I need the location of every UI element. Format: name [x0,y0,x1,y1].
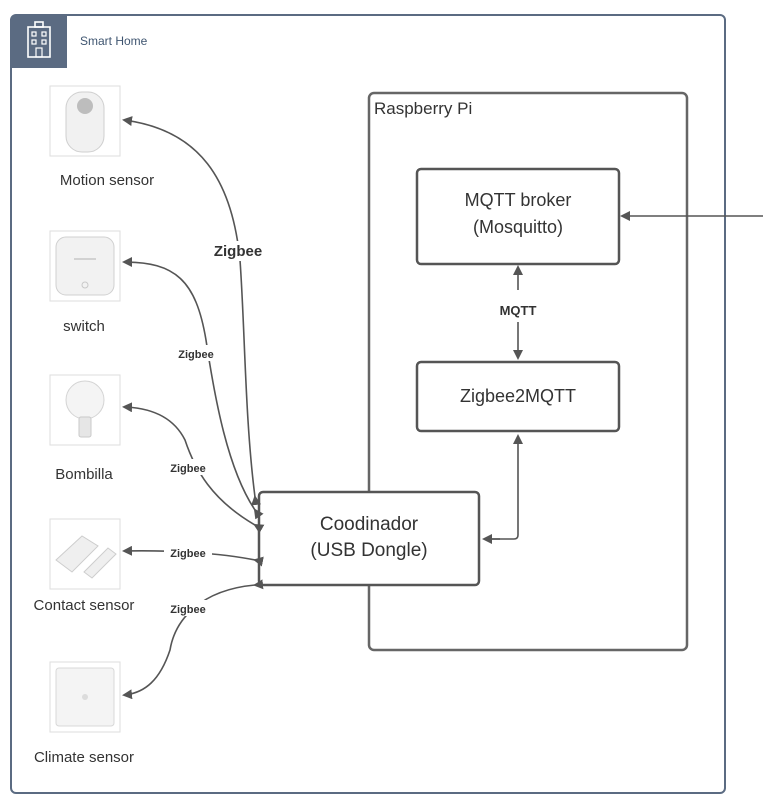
page-title: Smart Home [80,34,148,48]
device-label-climate: Climate sensor [34,749,134,766]
raspberry-pi-title: Raspberry Pi [374,99,472,118]
climate-sensor-icon [49,661,121,733]
motion-sensor-icon [49,85,121,157]
header-tab [11,15,67,68]
zigbee2mqtt-label: Zigbee2MQTT [460,386,576,406]
building-icon [27,21,51,58]
zigbee-link-climate [122,579,264,700]
device-label-motion: Motion sensor [60,172,154,189]
device-label-bulb: Bombilla [55,466,113,483]
zigbee-label-bulb: Zigbee [170,463,205,475]
coordinator-label: Coodinador [320,514,419,535]
zigbee-label-climate: Zigbee [170,604,205,616]
contact-sensor-icon [49,518,121,590]
bulb-icon [49,374,121,446]
zigbee-label-motion: Zigbee [214,243,262,260]
zigbee-label-switch: Zigbee [178,349,213,361]
device-label-contact: Contact sensor [34,597,135,614]
coordinator-box[interactable] [257,490,481,587]
zigbee-label-contact: Zigbee [170,548,205,560]
coordinator-z2m-link [484,434,523,540]
mqtt-broker-label: MQTT broker [465,190,572,210]
device-label-switch: switch [63,318,105,335]
mqtt-broker-sublabel: (Mosquitto) [473,217,563,237]
zigbee-link-bulb [122,402,265,534]
coordinator-sublabel: (USB Dongle) [310,540,427,561]
switch-icon [49,230,121,302]
raspberry-pi-container [367,91,689,652]
zigbee2mqtt-box[interactable] [415,360,621,433]
mqtt-link-label: MQTT [500,303,537,318]
mqtt-broker-box[interactable] [415,167,621,266]
